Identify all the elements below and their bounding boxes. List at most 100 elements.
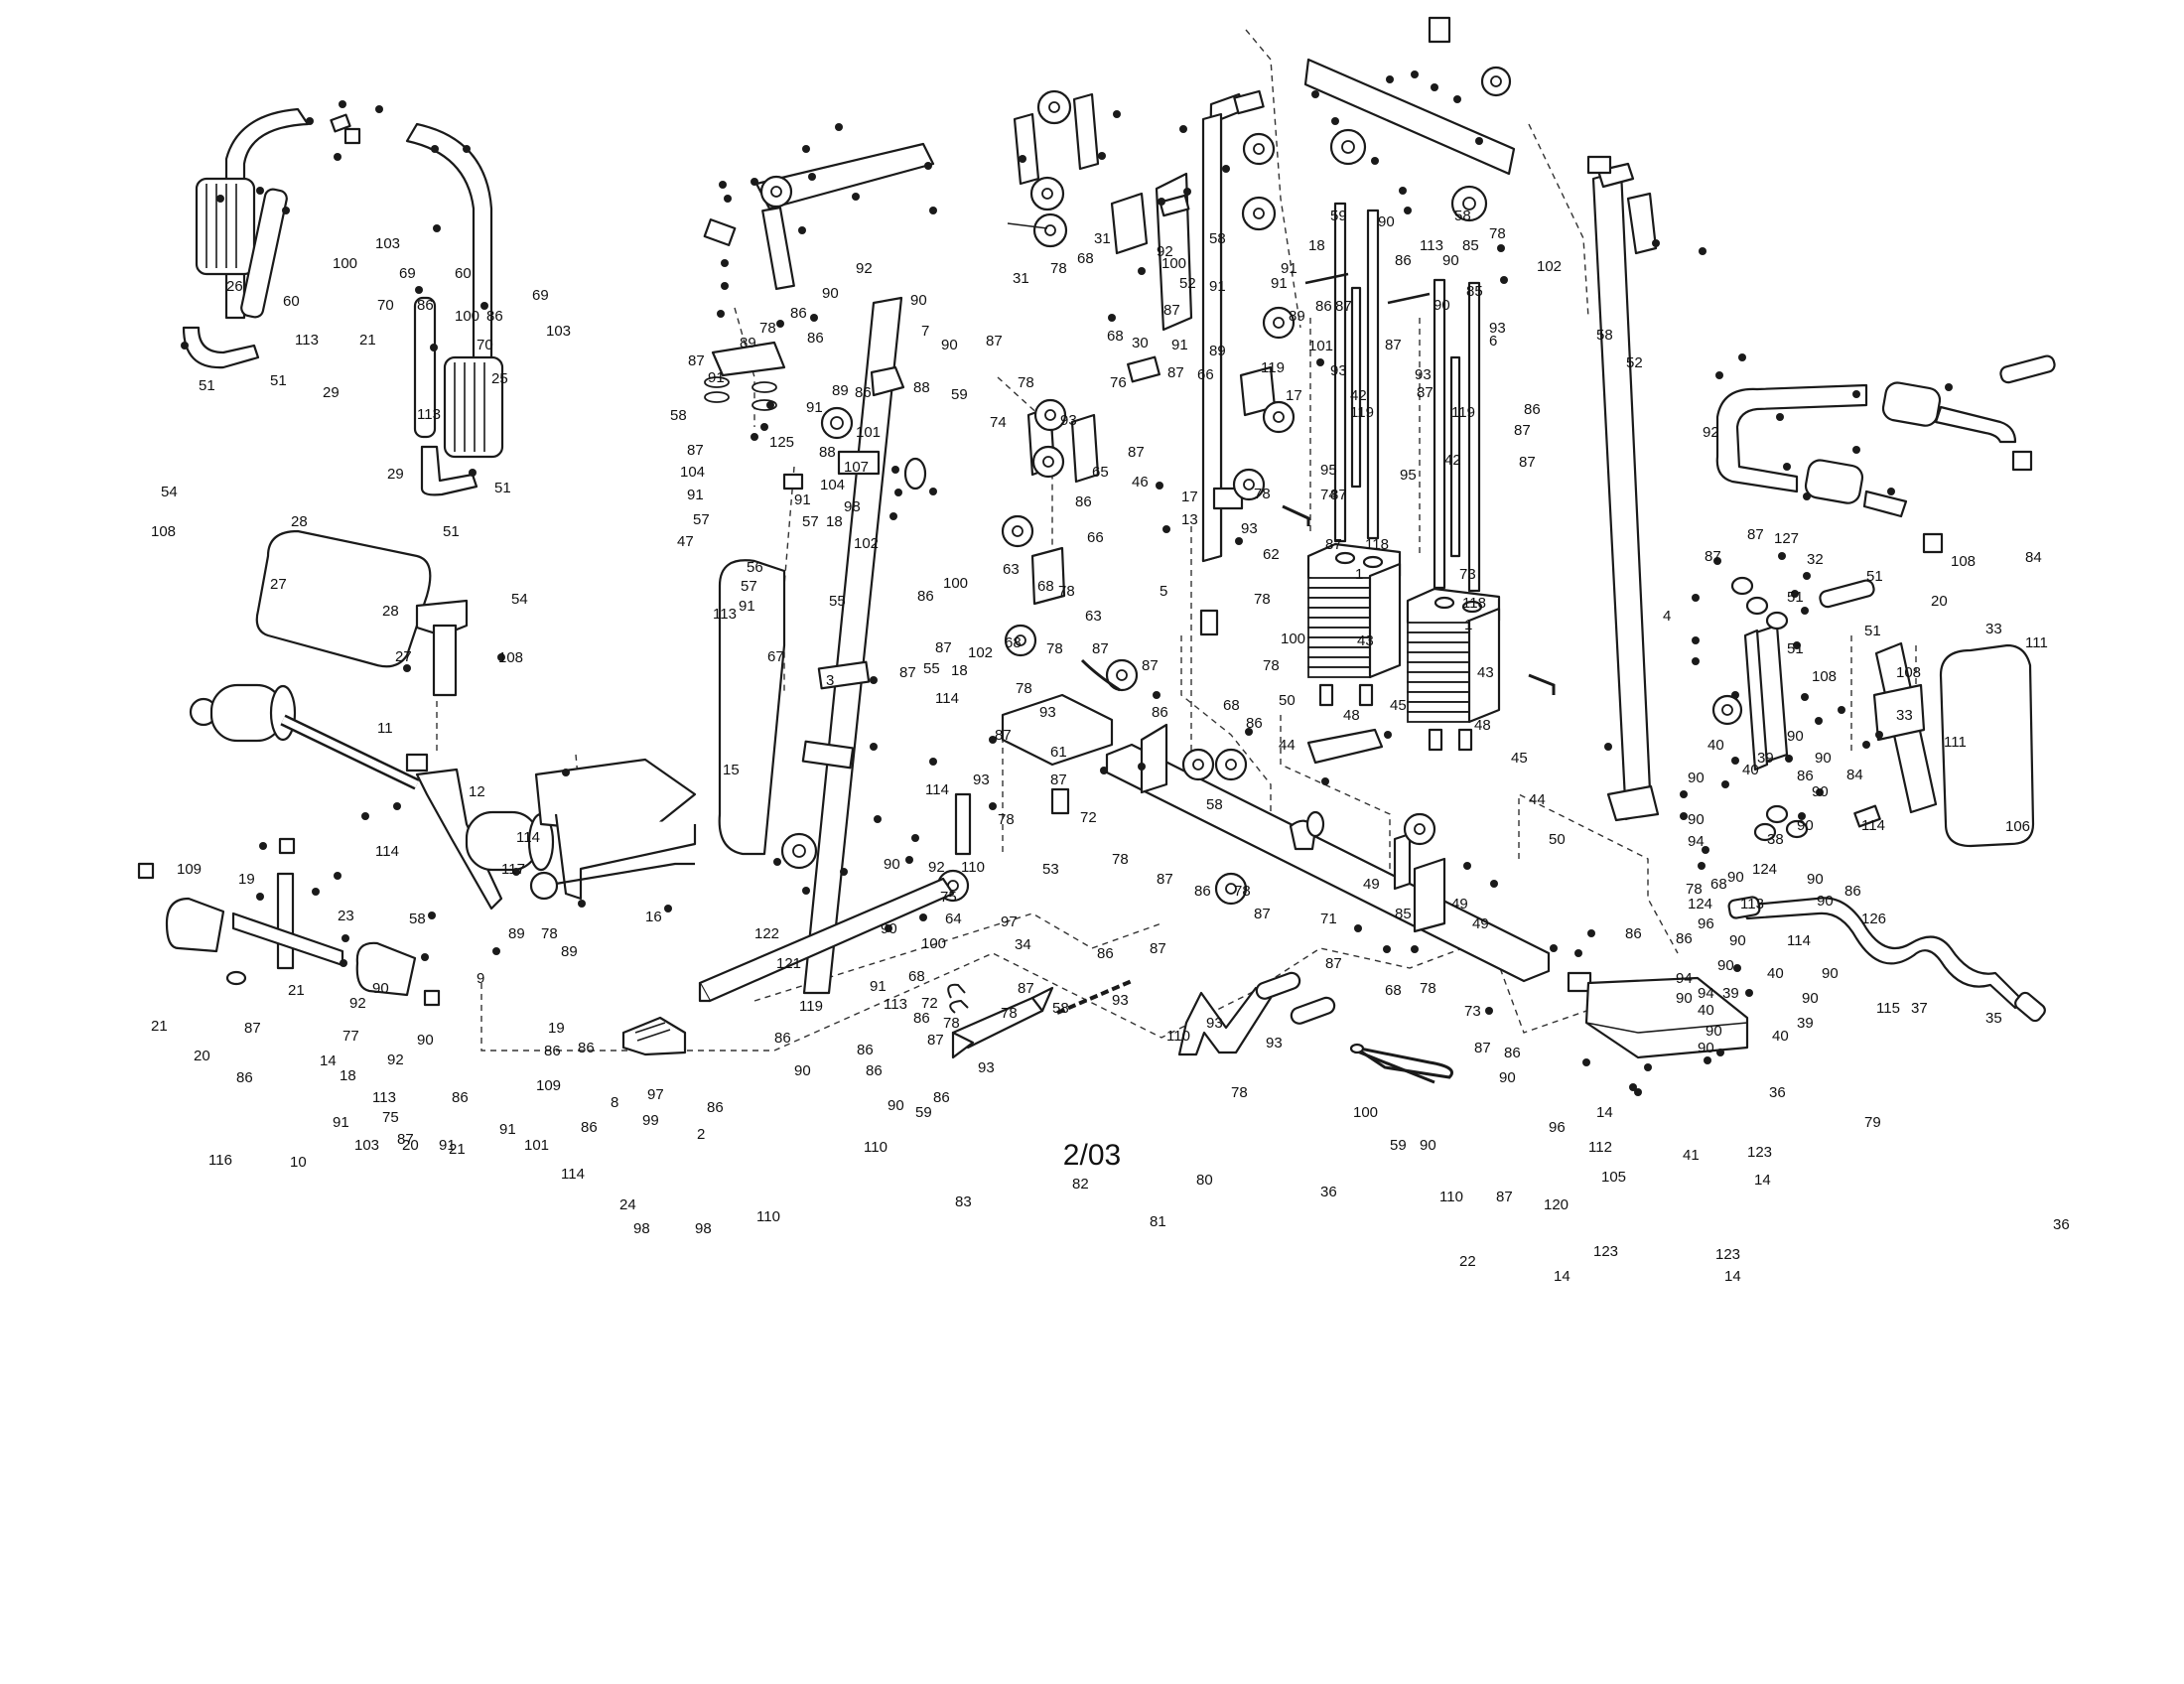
handle-80 — [1177, 986, 1273, 1056]
callout-part-63: 63 — [1085, 608, 1102, 625]
callout-part-57: 57 — [802, 513, 819, 530]
callout-part-58: 58 — [670, 407, 687, 424]
callout-part-126: 126 — [1861, 911, 1886, 927]
callout-part-85: 85 — [1462, 237, 1479, 254]
callout-part-17: 17 — [1286, 387, 1302, 404]
callout-part-93: 93 — [1039, 704, 1056, 721]
callout-part-41: 41 — [1683, 1147, 1700, 1164]
fastener-dots — [181, 70, 1953, 1096]
callout-part-90: 90 — [1706, 1023, 1722, 1040]
callout-part-93: 93 — [1330, 362, 1347, 379]
callout-part-86: 86 — [790, 305, 807, 322]
callout-part-123: 123 — [1715, 1246, 1740, 1263]
callout-part-18: 18 — [826, 513, 843, 530]
callout-part-42: 42 — [1350, 387, 1367, 404]
callout-part-45: 45 — [1511, 750, 1528, 767]
callout-part-87: 87 — [688, 352, 705, 369]
callout-part-73: 73 — [1464, 1003, 1481, 1020]
callout-part-114: 114 — [516, 829, 540, 846]
backpad-15 — [718, 559, 786, 856]
callout-part-68: 68 — [1385, 982, 1402, 999]
accessories — [947, 896, 2046, 1084]
callout-part-78: 78 — [1420, 980, 1436, 997]
callout-part-86: 86 — [774, 1030, 791, 1047]
callout-part-35: 35 — [1985, 1010, 2002, 1027]
press-arm-frame — [703, 142, 970, 995]
callout-part-100: 100 — [921, 935, 946, 952]
callout-part-23: 23 — [338, 908, 354, 924]
callout-part-90: 90 — [884, 856, 900, 873]
callout-part-123: 123 — [1593, 1243, 1618, 1260]
callout-part-86: 86 — [1097, 945, 1114, 962]
callout-part-109: 109 — [536, 1077, 561, 1094]
callout-part-49: 49 — [1472, 915, 1489, 932]
base-frame-2 — [621, 877, 955, 1056]
callout-part-89: 89 — [561, 943, 578, 960]
callout-part-84: 84 — [1846, 767, 1863, 783]
callout-part-64: 64 — [945, 911, 962, 927]
callout-part-119: 119 — [1451, 404, 1475, 421]
callout-part-91: 91 — [1281, 260, 1297, 277]
callout-part-40: 40 — [1767, 965, 1784, 982]
callout-part-97: 97 — [1001, 913, 1018, 930]
callout-part-22: 22 — [1459, 1253, 1476, 1270]
washer-stack-56 — [704, 376, 777, 411]
callout-part-55: 55 — [829, 593, 846, 610]
callout-part-78: 78 — [1046, 640, 1063, 657]
callout-part-92: 92 — [928, 859, 945, 876]
callout-part-53: 53 — [1042, 861, 1059, 878]
arm-32 — [1715, 383, 1868, 493]
callout-part-78: 78 — [1231, 1084, 1248, 1101]
callout-part-87: 87 — [1496, 1189, 1513, 1205]
callout-part-2: 2 — [697, 1126, 705, 1143]
callout-part-44: 44 — [1529, 791, 1546, 808]
callout-part-68: 68 — [1037, 578, 1054, 595]
callout-part-67: 67 — [767, 648, 784, 665]
callout-part-114: 114 — [925, 781, 949, 798]
callout-part-28: 28 — [291, 513, 308, 530]
callout-part-14: 14 — [320, 1052, 337, 1069]
callout-part-91: 91 — [439, 1137, 456, 1154]
callout-part-18: 18 — [1308, 237, 1325, 254]
callout-part-104: 104 — [820, 477, 845, 493]
callout-part-90: 90 — [794, 1062, 811, 1079]
callout-part-92: 92 — [1703, 424, 1719, 441]
callout-part-78: 78 — [1112, 851, 1129, 868]
callout-part-88: 88 — [819, 444, 836, 461]
callout-part-78: 78 — [1263, 657, 1280, 674]
callout-part-90: 90 — [1812, 783, 1829, 800]
callout-part-51: 51 — [199, 377, 215, 394]
callout-part-24: 24 — [619, 1196, 636, 1213]
callout-part-87: 87 — [986, 333, 1003, 350]
callout-part-118: 118 — [1365, 536, 1389, 553]
callout-part-63: 63 — [1003, 561, 1020, 578]
callout-part-112: 112 — [1588, 1139, 1612, 1156]
guide-rod-42-right — [1433, 278, 1446, 590]
callout-part-119: 119 — [1261, 359, 1285, 376]
callout-part-98: 98 — [695, 1220, 712, 1237]
callout-part-52: 52 — [1626, 354, 1643, 371]
callout-part-86: 86 — [807, 330, 824, 347]
callout-part-87: 87 — [1128, 444, 1145, 461]
callout-part-43: 43 — [1357, 632, 1374, 649]
callout-part-124: 124 — [1752, 861, 1777, 878]
callout-part-94: 94 — [1688, 833, 1705, 850]
callout-part-51: 51 — [1866, 568, 1883, 585]
callout-part-90: 90 — [910, 292, 927, 309]
callout-part-108: 108 — [151, 523, 176, 540]
callout-part-94: 94 — [1698, 985, 1714, 1002]
callout-part-50: 50 — [1279, 692, 1296, 709]
callout-part-90: 90 — [1817, 893, 1834, 910]
callout-part-86: 86 — [1395, 252, 1412, 269]
callout-part-91: 91 — [333, 1114, 349, 1131]
callout-part-58: 58 — [1209, 230, 1226, 247]
callout-part-87: 87 — [1167, 364, 1184, 381]
callout-part-90: 90 — [822, 285, 839, 302]
callout-part-73: 73 — [1459, 566, 1476, 583]
callout-part-82: 82 — [1072, 1176, 1089, 1193]
callout-part-86: 86 — [857, 1042, 874, 1058]
callout-part-86: 86 — [544, 1043, 561, 1059]
callout-part-39: 39 — [1757, 750, 1774, 767]
callout-part-119: 119 — [799, 998, 823, 1015]
callout-part-92: 92 — [387, 1052, 404, 1068]
